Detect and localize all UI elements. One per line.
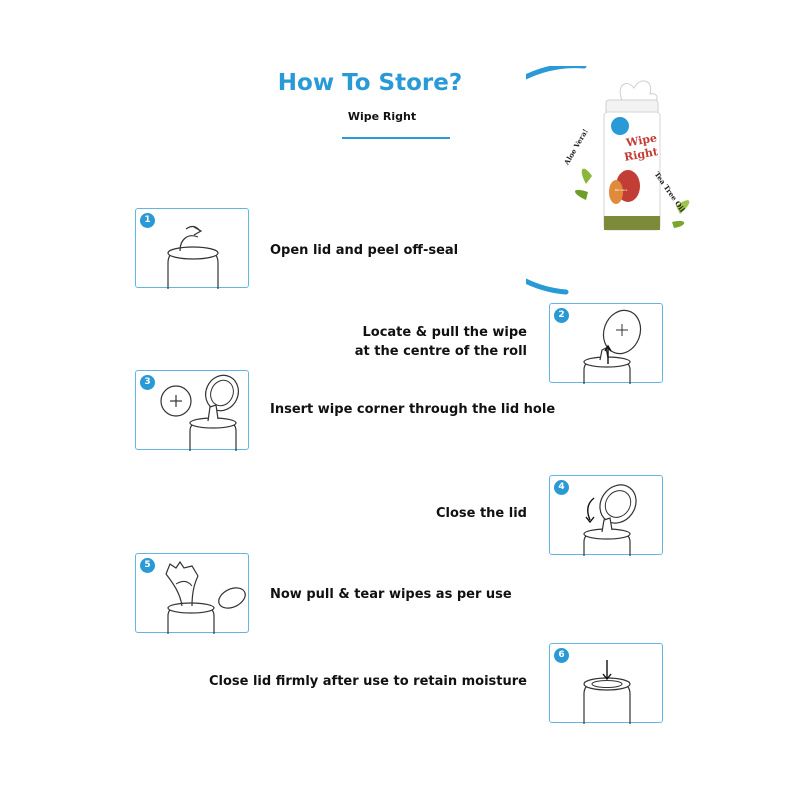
step-3-number: 3 — [140, 375, 155, 390]
title-divider — [342, 137, 450, 139]
step-2-illustration: 2 — [549, 303, 663, 384]
close-lid-icon — [583, 484, 637, 556]
step-2-text: Locate & pull the wipe at the centre of … — [227, 323, 527, 361]
step-1-text: Open lid and peel off-seal — [270, 241, 570, 260]
step-6-line-1: Close lid firmly after use to retain moi… — [208, 674, 527, 689]
press-lid-icon — [583, 660, 631, 724]
step-4-illustration: 4 — [549, 475, 663, 556]
step-2-line-2: at the centre of the roll — [354, 344, 527, 359]
step-3-illustration: 3 — [135, 370, 249, 451]
step-2-number: 2 — [554, 308, 569, 323]
step-5-illustration: 5 — [135, 553, 249, 634]
step-6-number: 6 — [554, 648, 569, 663]
peel-seal-icon — [167, 225, 219, 289]
product-hero: Pet Care Wipe Right Aloe Vera! Tea Tree … — [459, 63, 706, 296]
step-1-illustration: 1 — [135, 208, 249, 289]
step-4-number: 4 — [554, 480, 569, 495]
page-title: How To Store? — [277, 70, 463, 96]
product-brand-badge: Pet Care — [614, 188, 628, 192]
step-1-number: 1 — [140, 213, 155, 228]
step-6-text: Close lid firmly after use to retain moi… — [187, 672, 527, 691]
insert-wipe-icon — [160, 374, 239, 451]
step-4-text: Close the lid — [227, 504, 527, 523]
step-5-text: Now pull & tear wipes as per use — [270, 585, 590, 604]
step-6-illustration: 6 — [549, 643, 663, 724]
pull-wipe-icon — [583, 309, 642, 384]
step-5-number: 5 — [140, 558, 155, 573]
page-subtitle: Wipe Right — [347, 110, 417, 123]
tear-wipe-icon — [165, 560, 246, 634]
step-3-line-1: Insert wipe corner through the lid hole — [270, 402, 556, 417]
step-3-text: Insert wipe corner through the lid hole — [270, 400, 590, 419]
step-1-line-1: Open lid and peel off-seal — [270, 243, 459, 258]
step-4-line-1: Close the lid — [435, 506, 527, 521]
step-5-line-1: Now pull & tear wipes as per use — [270, 587, 512, 602]
wipes-canister-icon — [459, 63, 690, 295]
step-2-line-1: Locate & pull the wipe — [362, 325, 527, 340]
